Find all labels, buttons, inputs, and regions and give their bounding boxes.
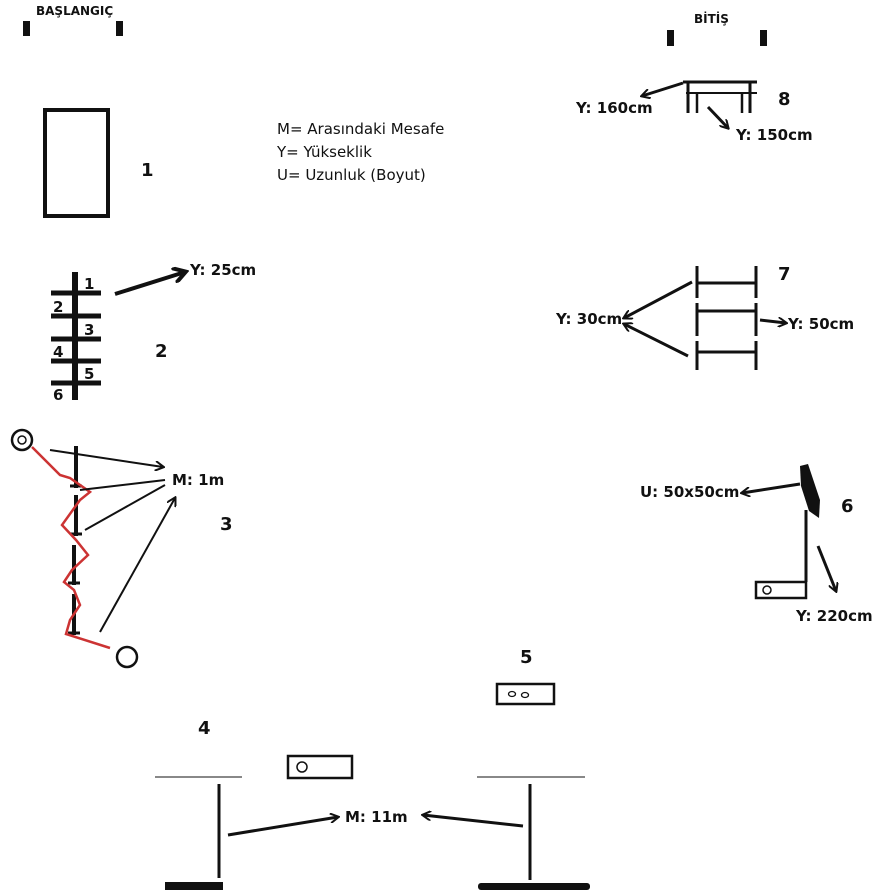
height-arrow [759, 320, 786, 323]
height-arrow [706, 105, 728, 128]
ladder-step-label: 2 [53, 298, 63, 316]
obstacle-7-height-left: Y: 30cm [555, 310, 622, 328]
obstacle-6: U: 50x50cm 6 Y: 220cm [640, 464, 873, 625]
obstacle-2-number: 2 [155, 341, 168, 362]
obstacle-5: 5 [495, 647, 556, 706]
finish-label: BİTİŞ [694, 11, 729, 26]
jump-base-left [165, 882, 223, 890]
obstacle-2-height: Y: 25cm [189, 261, 256, 279]
hoop-board [800, 464, 820, 518]
obstacle-1-box [43, 108, 110, 218]
legend-line-1: M= Arasındaki Mesafe [277, 120, 444, 138]
obstacle-7-number: 7 [778, 264, 791, 285]
ladder-step-label: 6 [53, 386, 63, 404]
height-arrow [642, 81, 684, 96]
table-box [495, 682, 556, 706]
obstacle-1-number: 1 [141, 160, 154, 181]
start-post-left [23, 21, 30, 36]
start-label: BAŞLANGIÇ [36, 4, 113, 18]
jump-base-right [478, 883, 590, 890]
legend-line-3: U= Uzunluk (Boyut) [277, 166, 426, 184]
height-arrow [624, 324, 689, 358]
obstacle-4-number: 4 [198, 718, 211, 739]
ladder-step-label: 4 [53, 343, 63, 361]
ladder-step-label: 5 [84, 365, 94, 383]
obstacle-8: 8 Y: 160cm Y: 150cm [575, 80, 813, 144]
height-arrow [624, 280, 693, 318]
obstacle-7-height-right: Y: 50cm [787, 315, 854, 333]
obstacle-5-number: 5 [520, 647, 533, 668]
obstacle-3-number: 3 [220, 514, 233, 535]
obstacle-6-height: Y: 220cm [795, 607, 873, 625]
start-post-right [116, 21, 123, 36]
ladder-step-label: 1 [84, 275, 94, 293]
start-gate: BAŞLANGIÇ [23, 4, 123, 36]
distance-arrow [227, 817, 338, 837]
legend: M= Arasındaki Mesafe Y= Yükseklik U= Uzu… [276, 120, 444, 184]
obstacle-4-distance: M: 11m [345, 808, 408, 826]
legend-line-2: Y= Yükseklik [276, 143, 372, 161]
height-arrow [816, 545, 836, 591]
obstacle-7: 7 Y: 30cm Y: 50cm [555, 264, 854, 370]
distance-arrow [99, 498, 175, 633]
obstacle-8-number: 8 [778, 89, 791, 110]
cone-icon [10, 428, 34, 452]
obstacle-1: 1 [43, 108, 154, 218]
obstacle-3-distance: M: 1m [172, 471, 224, 489]
obstacle-8-height-right: Y: 150cm [735, 126, 813, 144]
obstacle-4: 4 M: 11m [155, 718, 590, 890]
finish-post-left [667, 30, 674, 46]
cone-icon [115, 645, 139, 669]
obstacle-2: 1 2 3 4 5 6 Y: 25cm 2 [51, 261, 256, 404]
ladder-step-label: 3 [84, 321, 94, 339]
obstacle-6-number: 6 [841, 496, 854, 517]
distance-arrow [49, 449, 163, 467]
obstacle-3: M: 1m 3 [10, 428, 233, 669]
slalom-path [31, 446, 111, 650]
size-arrow [742, 482, 801, 493]
finish-gate: BİTİŞ [667, 11, 767, 46]
obstacle-6-size: U: 50x50cm [640, 483, 739, 501]
obstacle-8-height-left: Y: 160cm [575, 99, 653, 117]
table-box [286, 754, 354, 780]
finish-post-right [760, 30, 767, 46]
height-arrow [114, 272, 185, 296]
distance-arrow [423, 815, 524, 828]
